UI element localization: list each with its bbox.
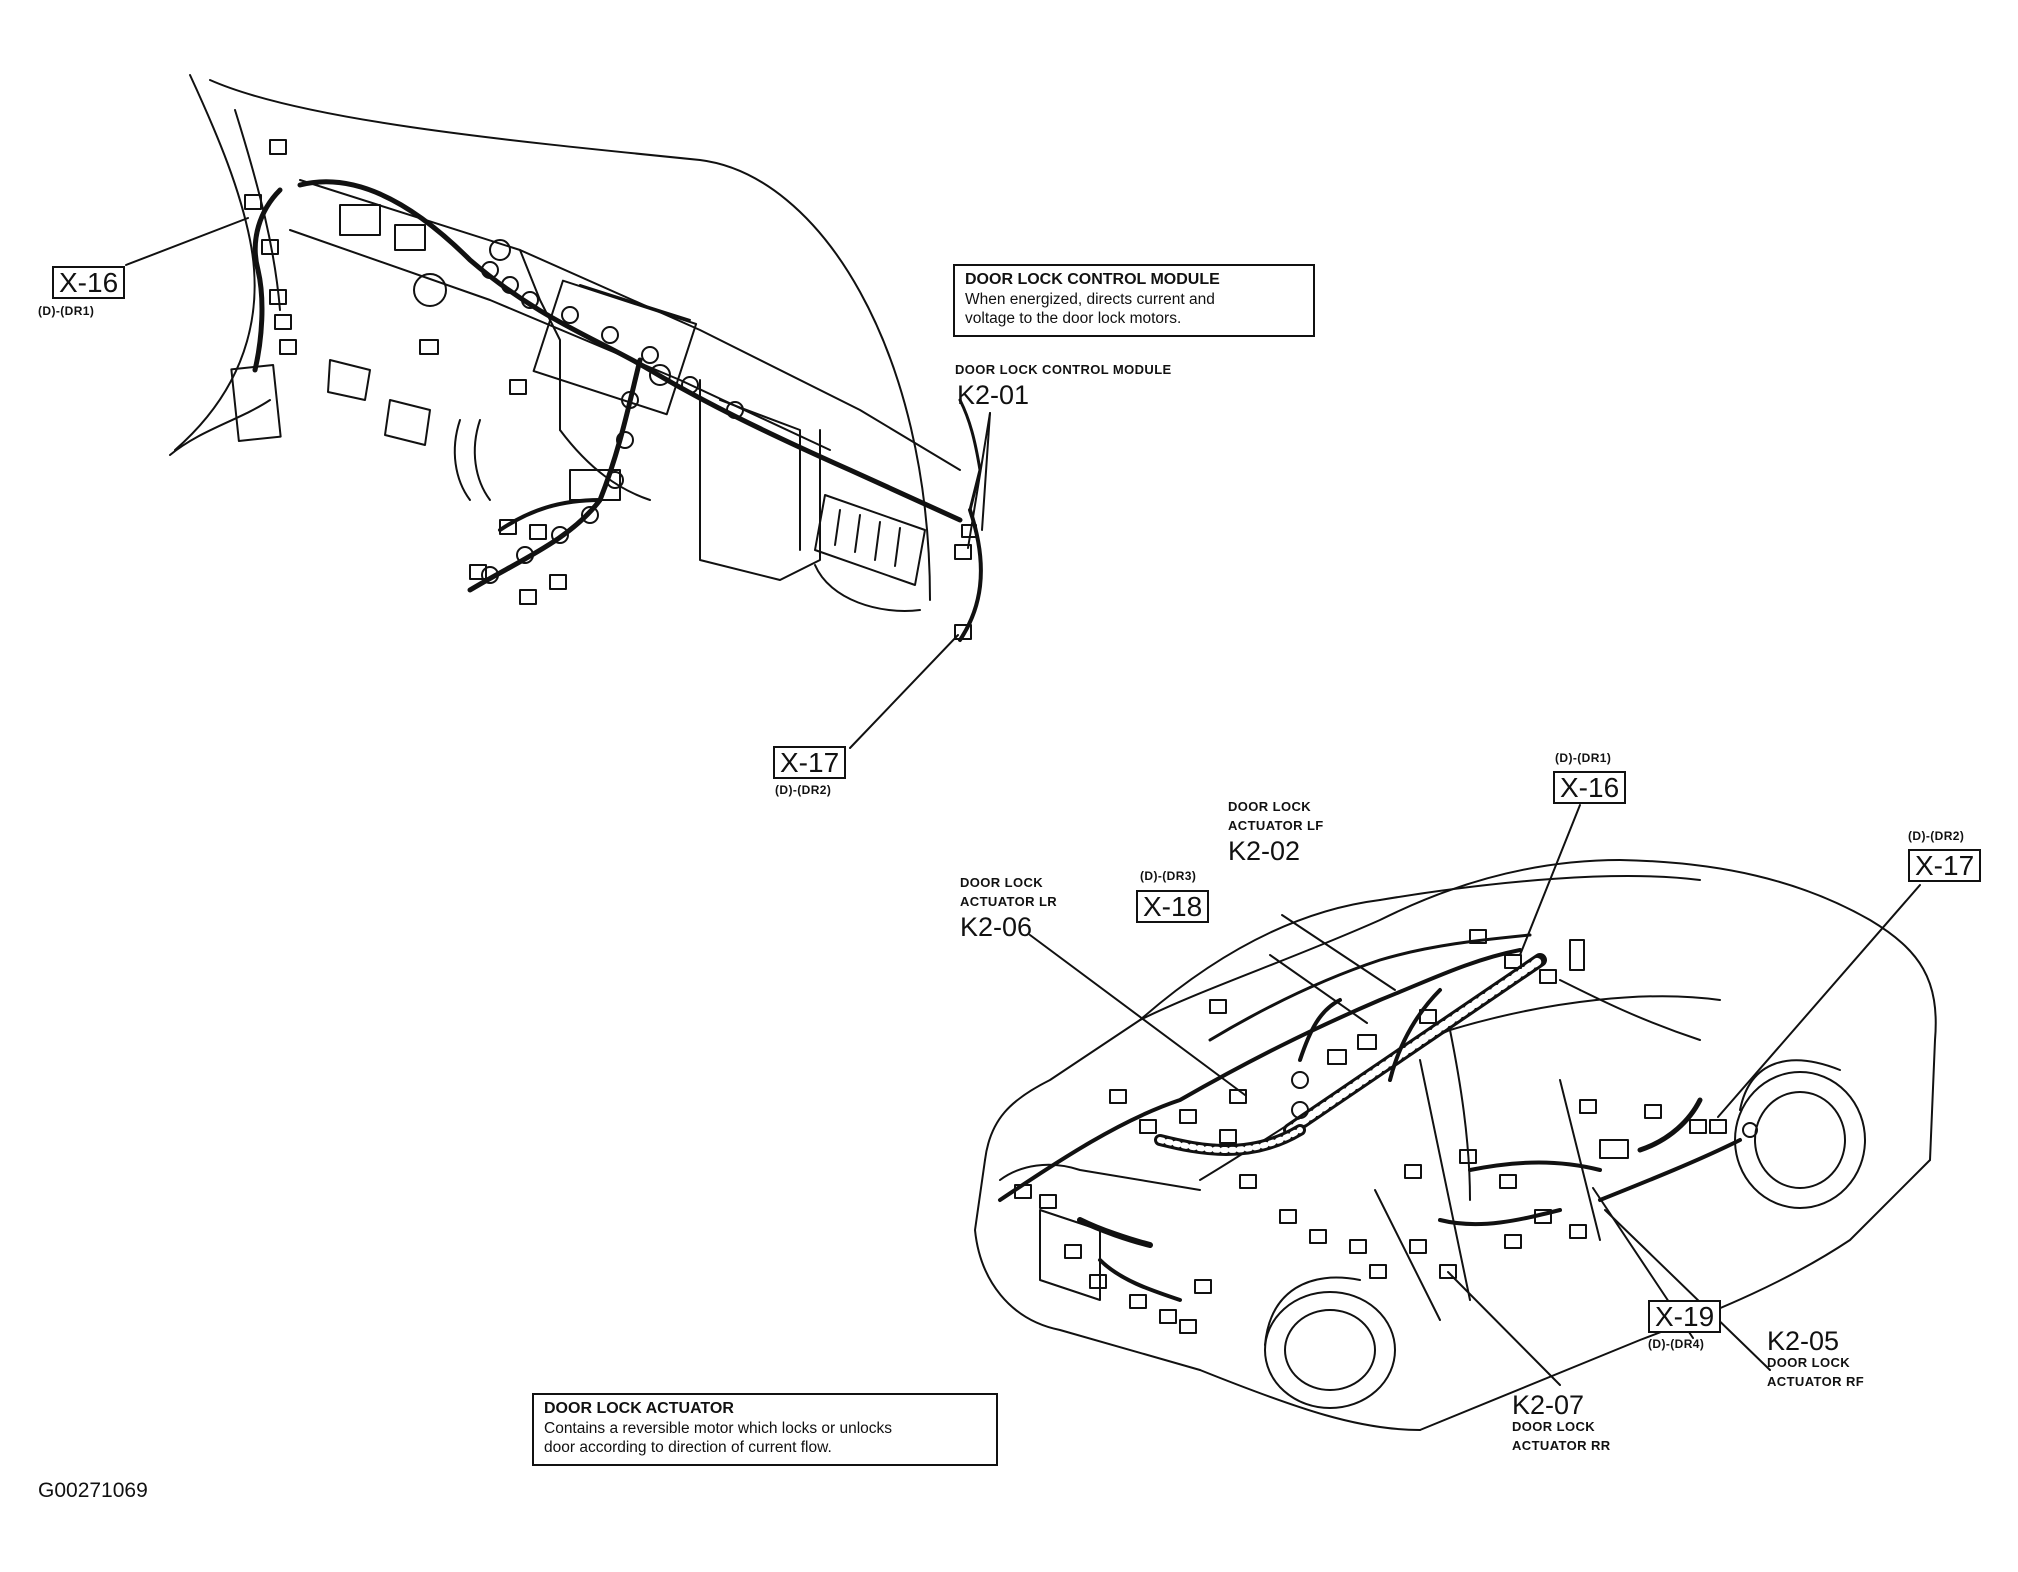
module-box-title: DOOR LOCK CONTROL MODULE: [965, 271, 1220, 288]
actuator-lr-code: K2-06: [960, 912, 1033, 942]
actuator-rr-line2: ACTUATOR RR: [1512, 1438, 1611, 1453]
actuator-lf-code: K2-02: [1228, 836, 1301, 866]
actuator-lf-line2: ACTUATOR LF: [1228, 818, 1324, 833]
actuator-rf-line1: DOOR LOCK: [1767, 1355, 1851, 1370]
instrument-panel-harness-drawing: [169, 74, 983, 642]
connector-x18-sub-car: (D)-(DR3): [1140, 869, 1197, 883]
leader-lines-top: [125, 217, 991, 749]
figure-id: G00271069: [38, 1479, 148, 1502]
door-lock-actuator-info-box: DOOR LOCK ACTUATOR Contains a reversible…: [532, 1393, 998, 1467]
vehicle-harness-drawing: [974, 859, 1937, 1431]
connector-x16-sub-top: (D)-(DR1): [38, 304, 95, 318]
leader-lines-car: [1029, 804, 1921, 1386]
actuator-lf-line1: DOOR LOCK: [1228, 799, 1312, 814]
connector-x17-sub-car: (D)-(DR2): [1908, 829, 1965, 843]
connector-x17-label-car: X-17: [1908, 849, 1982, 882]
connector-x19-sub-car: (D)-(DR4): [1648, 1337, 1705, 1351]
actuator-box-desc-1: Contains a reversible motor which locks …: [544, 1420, 893, 1437]
connector-x16-label-top: X-16: [52, 266, 126, 299]
actuator-rr-code: K2-07: [1512, 1390, 1585, 1420]
actuator-rf-code: K2-05: [1767, 1326, 1840, 1356]
connector-x16-sub-car: (D)-(DR1): [1555, 751, 1612, 765]
module-box-desc-1: When energized, directs current and: [965, 291, 1215, 308]
actuator-box-title: DOOR LOCK ACTUATOR: [544, 1400, 734, 1417]
actuator-lr-line1: DOOR LOCK: [960, 875, 1044, 890]
actuator-rr-line1: DOOR LOCK: [1512, 1419, 1596, 1434]
connector-x16-label-car: X-16: [1553, 771, 1627, 804]
connector-x17-sub-top: (D)-(DR2): [775, 783, 832, 797]
actuator-box-desc-2: door according to direction of current f…: [544, 1438, 832, 1456]
control-module-code: K2-01: [957, 380, 1030, 410]
actuator-lr-line2: ACTUATOR LR: [960, 894, 1058, 909]
connector-x19-label-car: X-19: [1648, 1300, 1722, 1333]
door-lock-control-module-info-box: DOOR LOCK CONTROL MODULE When energized,…: [953, 264, 1315, 338]
connector-x18-label-car: X-18: [1136, 890, 1210, 923]
connector-x17-label-top: X-17: [773, 746, 847, 779]
actuator-rf-line2: ACTUATOR RF: [1767, 1374, 1865, 1389]
module-box-desc-2: voltage to the door lock motors.: [965, 309, 1182, 327]
control-module-name: DOOR LOCK CONTROL MODULE: [955, 362, 1172, 377]
